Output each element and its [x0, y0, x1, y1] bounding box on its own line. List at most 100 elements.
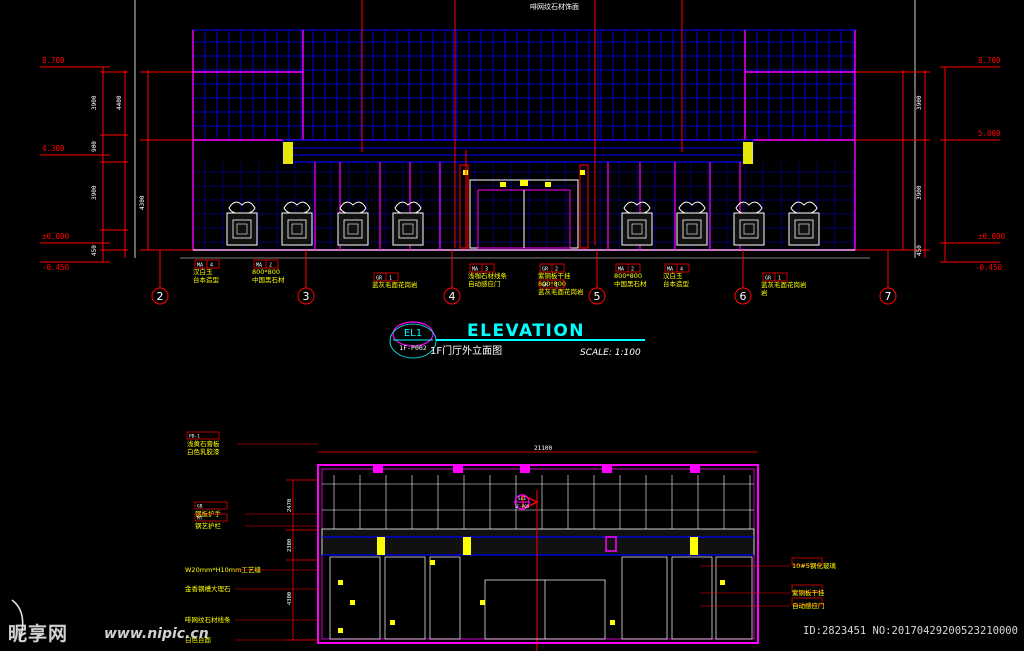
note-text: 钢板护手: [195, 509, 222, 518]
bdim-2: 2300: [287, 539, 293, 552]
level-left-4: -0.450: [42, 263, 70, 272]
axis-label: 6: [740, 290, 747, 303]
axis-bubble: 2: [151, 287, 169, 305]
callout-text1: 蓝灰毛面花岗岩: [372, 280, 418, 289]
title-tag: EL1: [404, 328, 422, 339]
planter: [337, 201, 369, 246]
level-left-3: ±0.000: [42, 232, 70, 241]
dim-right-3: 450: [916, 245, 923, 256]
dim-left-outer-1: 4400: [116, 95, 123, 110]
section-marker: SE1 1F-P05: [514, 490, 539, 651]
bdim-1: 2470: [287, 499, 293, 512]
axis-bubble: 5: [588, 287, 606, 305]
note-text: 浅黄石膏板: [187, 439, 220, 448]
title-word: ELEVATION: [467, 321, 585, 341]
note-text: 白色台面: [185, 635, 212, 644]
callout-text2: 岩: [761, 288, 768, 297]
planter: [676, 201, 708, 246]
callout-code: MA: [256, 263, 262, 269]
callout-text1: 浅咖石材线条: [468, 271, 508, 280]
planter: [733, 201, 765, 246]
planter: [788, 201, 820, 246]
callout-text1: 蓝灰毛面花岗岩: [761, 280, 807, 289]
note-text: W20mm*H10mm工艺缝: [185, 565, 261, 574]
overall-dim: 21100: [534, 445, 552, 452]
facade-glazing-grid: [192, 29, 856, 141]
callout-code: GR: [542, 267, 549, 273]
left-note: 啡网纹石材线条: [185, 615, 318, 624]
planter: [621, 201, 653, 246]
elevation-title-block: EL1 1F-P002 ELEVATION 1F门厅外立面图 SCALE: 1:…: [389, 321, 645, 359]
entrance-door: [459, 164, 589, 249]
right-note: 紫铜板干挂: [700, 584, 825, 597]
note-text: 钢艺护栏: [195, 521, 222, 530]
axis-label: 2: [157, 290, 164, 303]
title-sub: 1F-P002: [399, 344, 426, 352]
watermark-swoosh: [11, 599, 24, 641]
callout-code: MA: [667, 267, 673, 273]
callout-num: 2: [631, 267, 634, 273]
dimension-chain-left: [40, 0, 193, 263]
dim-right-1: 3900: [916, 95, 923, 110]
leader-lines: [159, 0, 889, 292]
bdim-3: 4300: [287, 592, 293, 605]
level-right-3: ±0.000: [978, 232, 1006, 241]
callout-text1: 汉白玉: [193, 267, 213, 276]
note-text: 自动感应门: [792, 601, 825, 610]
axis-bubble: 7: [879, 287, 897, 305]
interior-lower-wall: [329, 556, 753, 640]
planter-row: [226, 201, 820, 246]
callout-text1: 紫铜板干挂: [538, 271, 571, 280]
callout-text1: 800*800: [614, 272, 642, 280]
entrance-canopy: [282, 139, 754, 164]
axis-label: 5: [594, 290, 601, 303]
callout-num: 4: [680, 267, 683, 273]
note-code: GB: [197, 504, 203, 510]
left-note: W20mm*H10mm工艺缝: [185, 565, 318, 574]
axis-bubble: 4: [443, 287, 461, 305]
note-text: 白色乳胶漆: [187, 447, 220, 456]
callout-num: 1: [555, 283, 558, 289]
callout-num: 1: [778, 276, 781, 282]
level-left-2: 4.300: [42, 144, 65, 153]
left-note: 金香钢槽大理石: [185, 584, 318, 593]
axis-bubble: 3: [297, 287, 315, 305]
callout-num: 2: [555, 267, 558, 273]
section-sub: 1F-P05: [515, 504, 530, 509]
dimension-chain-right: [855, 0, 1000, 263]
callout-text2: 中国黑石材: [252, 275, 285, 284]
callout-num: 1: [389, 276, 392, 282]
left-note: 白色台面: [185, 635, 318, 644]
dim-left-2: 900: [91, 141, 98, 152]
title-scale: SCALE: 1:100: [580, 348, 641, 358]
right-note: 自动感应门: [700, 597, 825, 610]
right-note: 10#5钢化玻璃: [700, 557, 836, 570]
note-code: PB-1: [189, 434, 200, 440]
watermark-id: ID:2823451 NO:20170429200523210000: [803, 625, 1018, 637]
level-left-1: 8.700: [42, 56, 65, 65]
axis-bubble: 6: [734, 287, 752, 305]
callout-text2: 自动感应门: [468, 279, 501, 288]
level-right-4: -0.450: [975, 263, 1003, 272]
callout-text2: 台本造型: [193, 275, 220, 284]
callout-text2: 台本造型: [663, 279, 690, 288]
dim-left-outer-2: 4300: [139, 195, 146, 210]
axis-label: 3: [303, 290, 310, 303]
callout-num: 3: [485, 267, 488, 273]
dim-left-4: 450: [91, 245, 98, 256]
callout-text1: 800*800: [252, 268, 280, 276]
axis-label: 7: [885, 290, 892, 303]
planter: [281, 201, 313, 246]
callout-code: GR: [542, 283, 549, 289]
bottom-elevation: 21100 SE1 1F-P05: [185, 431, 836, 651]
callout-code: MA: [472, 267, 478, 273]
